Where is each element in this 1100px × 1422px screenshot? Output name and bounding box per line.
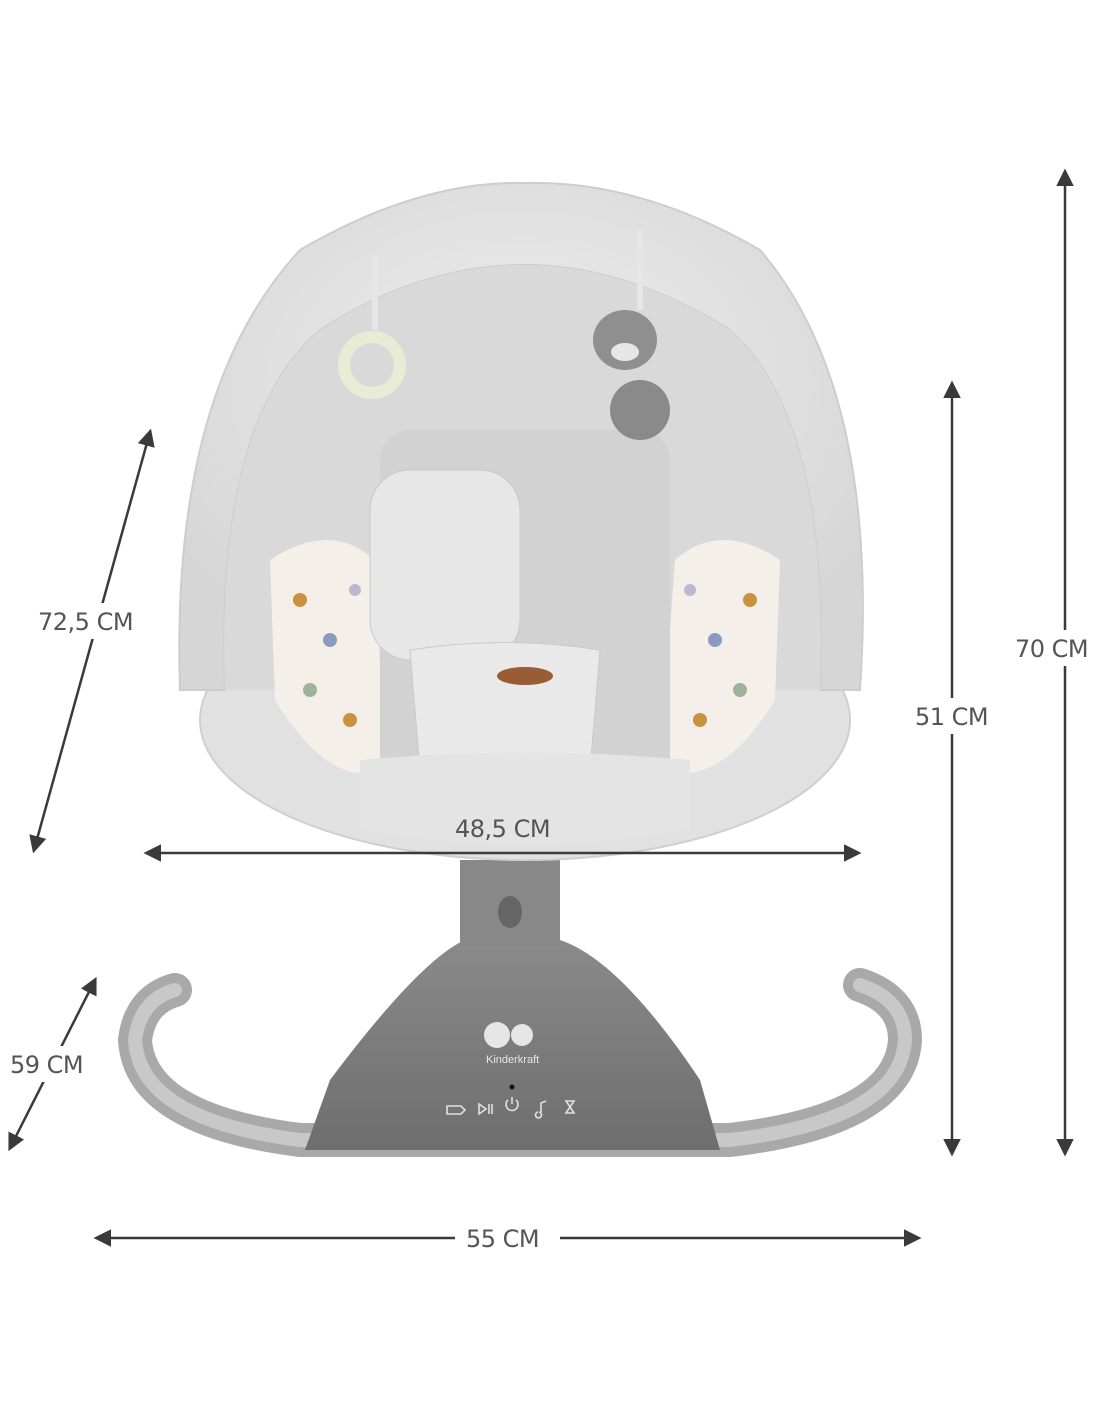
label-canopy-depth: 72,5 CM (38, 608, 133, 636)
power-icon[interactable] (505, 1097, 519, 1112)
label-seat-height: 51 CM (915, 703, 988, 731)
music-icon[interactable] (534, 1100, 547, 1119)
label-base-depth: 59 CM (10, 1051, 83, 1079)
swing-base: Kinderkraft (117, 860, 923, 1157)
svg-text:Kinderkraft: Kinderkraft (486, 1054, 539, 1066)
plush-leopard-toy (593, 310, 670, 440)
base-housing (305, 940, 720, 1150)
swing-seat (178, 181, 864, 861)
canopy-depth-arrow (29, 428, 155, 854)
control-panel[interactable] (446, 1084, 576, 1119)
teether-ring-toy (338, 331, 406, 399)
head-support (369, 469, 521, 661)
label-total-height: 70 CM (1015, 635, 1088, 663)
swing-speed-icon[interactable] (446, 1105, 467, 1115)
dimension-arrows (5, 168, 1100, 1256)
timer-icon[interactable] (564, 1100, 576, 1114)
label-seat-width: 48,5 CM (455, 815, 550, 843)
release-knob (498, 896, 522, 928)
label-base-width: 55 CM (466, 1225, 539, 1253)
leopard-pattern (293, 584, 757, 727)
indicator-light (509, 1084, 515, 1090)
harness-buckle-logo (497, 667, 553, 685)
brand-logo: Kinderkraft (484, 1022, 539, 1066)
play-pause-icon[interactable] (478, 1102, 493, 1116)
